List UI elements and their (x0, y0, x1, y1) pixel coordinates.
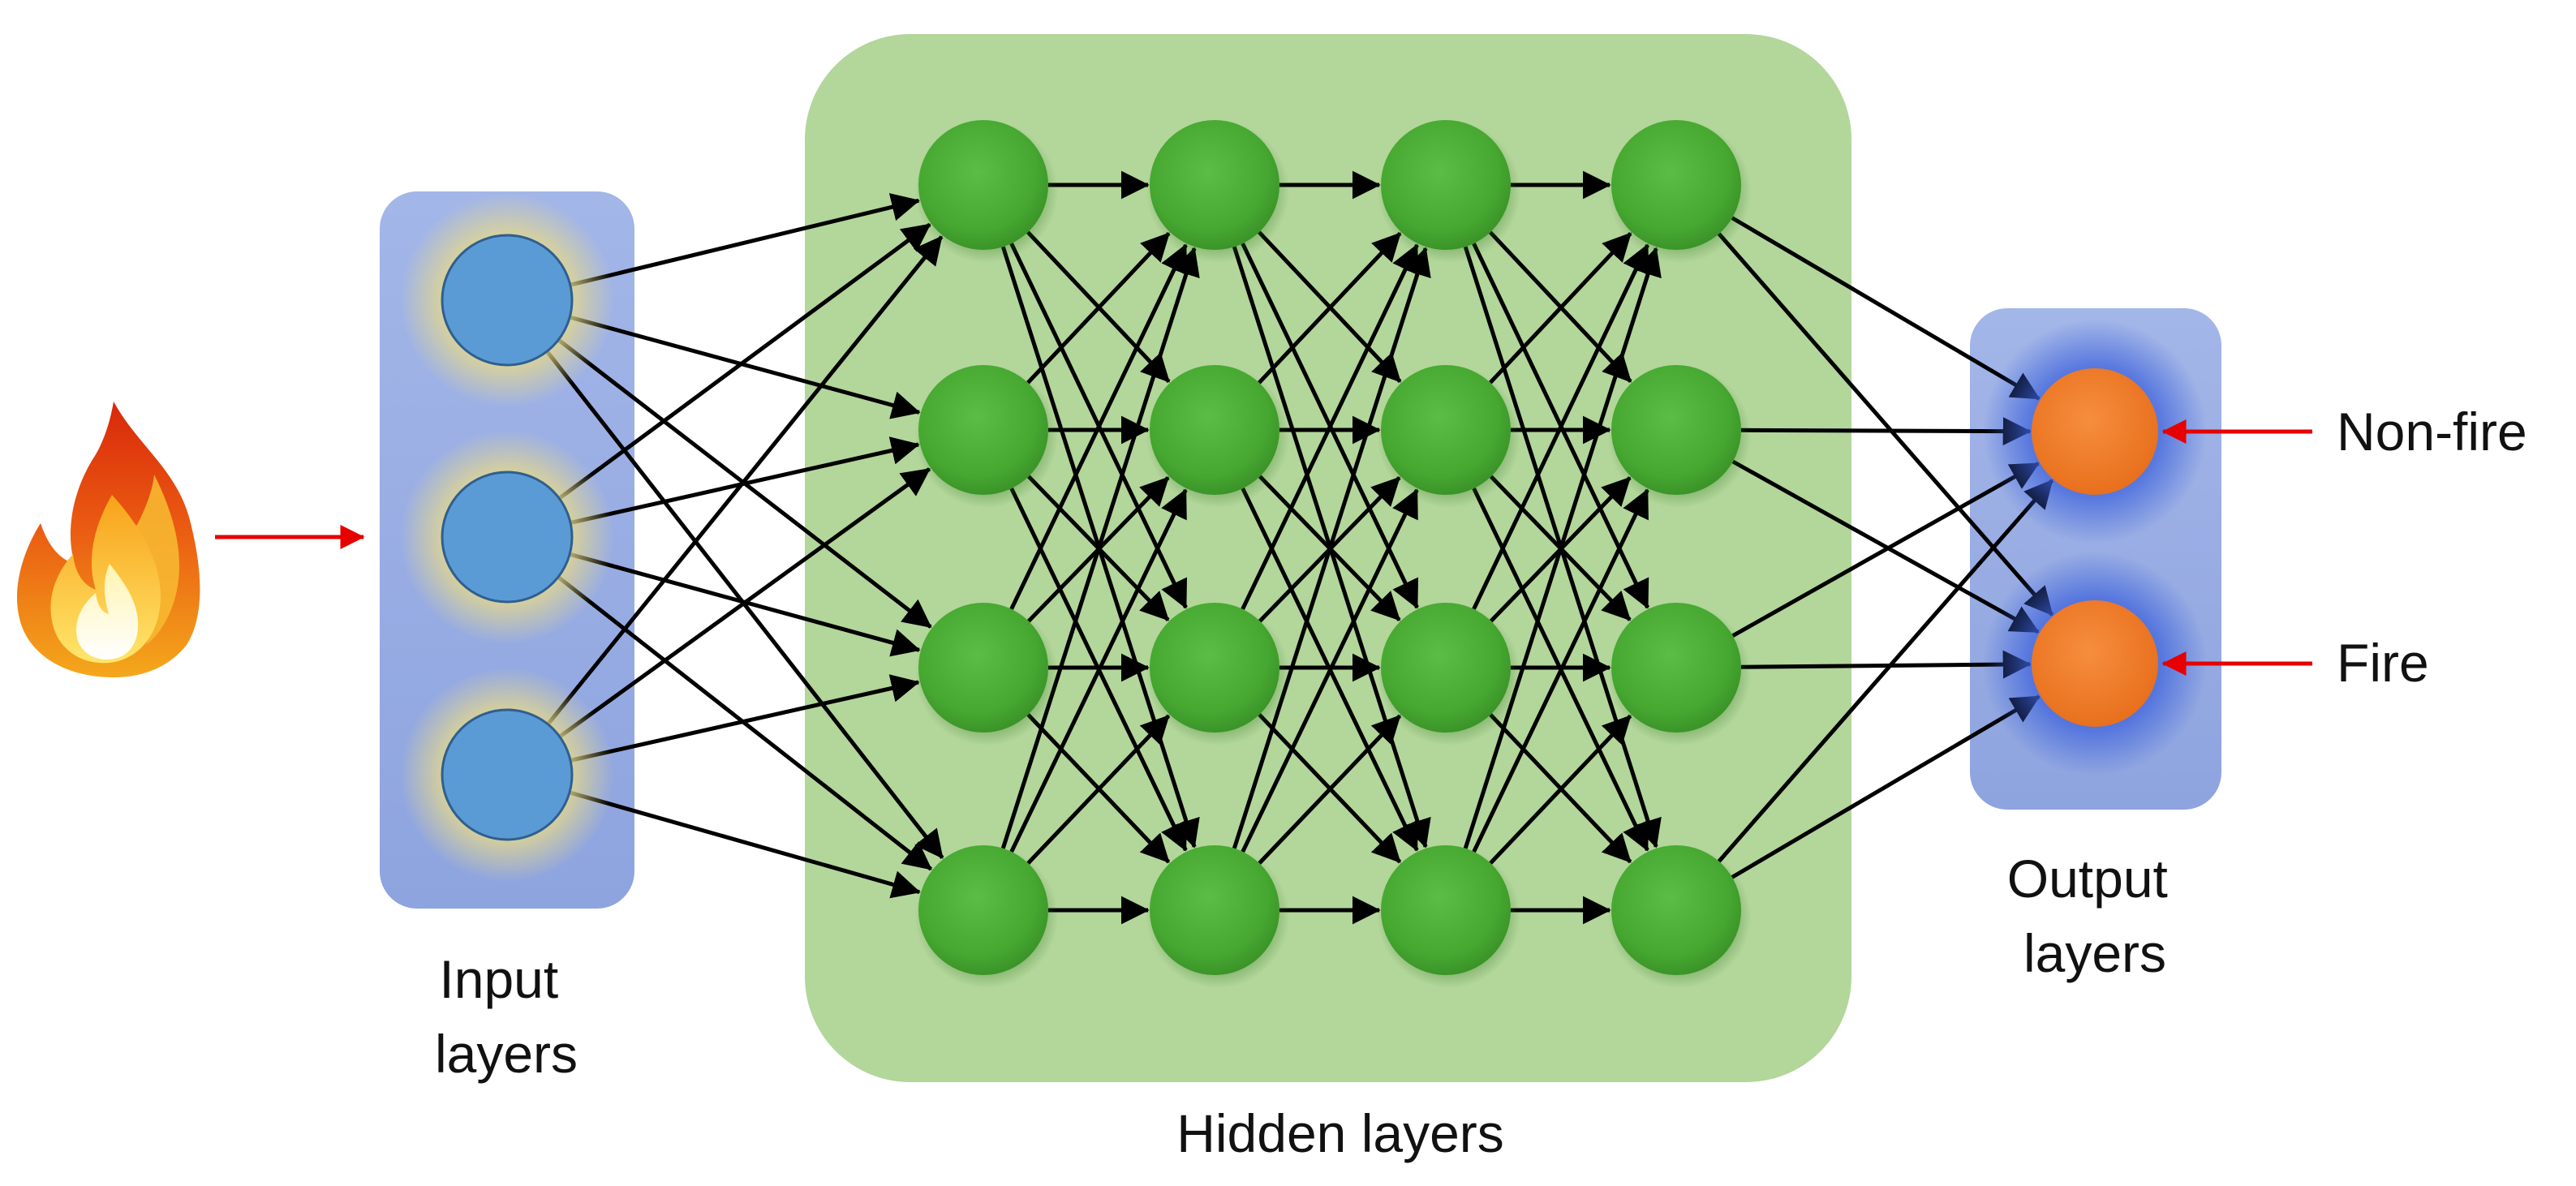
output-layers-label: Output layers (2007, 849, 2183, 983)
connection-arrow (570, 193, 921, 287)
connection-arrow (1000, 247, 1200, 849)
input-layers-label: Input layers (435, 949, 578, 1084)
connection-arrow (1731, 694, 2041, 879)
connection-arrow (1026, 714, 1171, 865)
connection-arrow (557, 222, 931, 501)
connection-arrow (1258, 714, 1402, 865)
connection-arrow (1740, 650, 2032, 679)
hidden-node-l3-3 (1381, 603, 1511, 733)
connections (545, 170, 2054, 925)
connection-arrow (1472, 243, 1649, 610)
input-node-3 (441, 708, 574, 841)
hidden-node-l1-1 (918, 120, 1048, 250)
fire-label: Fire (2337, 633, 2429, 693)
input-node-1 (441, 234, 574, 367)
connection-arrow (1026, 231, 1171, 385)
connection-arrow (569, 790, 921, 899)
connection-arrow (558, 467, 931, 739)
connection-arrow (1731, 459, 2040, 634)
connection-arrow (1241, 488, 1419, 853)
connection-arrow (1009, 488, 1188, 853)
connection-arrow (570, 674, 920, 763)
connection-arrow (1731, 462, 2040, 638)
connection-arrow (1472, 488, 1649, 853)
hidden-node-l2-3 (1150, 603, 1279, 733)
hidden-node-l4-2 (1611, 365, 1741, 495)
hidden-node-l2-2 (1150, 365, 1279, 495)
hidden-node-l1-2 (918, 365, 1048, 495)
hidden-node-l4-1 (1611, 120, 1741, 250)
connection-arrow (1463, 247, 1662, 849)
hidden-layers-label: Hidden layers (1176, 1103, 1504, 1163)
connection-arrow (1232, 247, 1431, 849)
connection-arrow (1009, 243, 1188, 610)
connection-arrow (1241, 243, 1419, 610)
connection-arrow (1740, 417, 2032, 446)
output-node-1 (2032, 368, 2158, 495)
connection-arrow (569, 315, 921, 419)
connection-arrow (1717, 479, 2054, 863)
connection-arrow (546, 235, 944, 726)
hidden-node-l3-1 (1381, 120, 1511, 250)
hidden-node-l1-3 (918, 603, 1048, 733)
fire-icon (16, 402, 200, 677)
hidden-node-l3-2 (1381, 365, 1511, 495)
connection-arrow (1717, 232, 2054, 617)
connection-arrow (1258, 231, 1402, 385)
hidden-node-l4-3 (1611, 603, 1741, 733)
hidden-node-l2-4 (1150, 845, 1279, 975)
non-fire-label: Non-fire (2337, 402, 2527, 462)
hidden-node-l4-4 (1611, 845, 1741, 975)
connection-arrow (1488, 231, 1632, 385)
hidden-node-l3-4 (1381, 845, 1511, 975)
input-node-2 (441, 471, 574, 604)
connection-arrow (1489, 714, 1632, 865)
hidden-node-l2-1 (1150, 120, 1279, 250)
nodes (400, 120, 2207, 988)
output-node-2 (2032, 600, 2158, 727)
hidden-node-l1-4 (918, 845, 1048, 975)
connection-arrow (1731, 216, 2041, 401)
